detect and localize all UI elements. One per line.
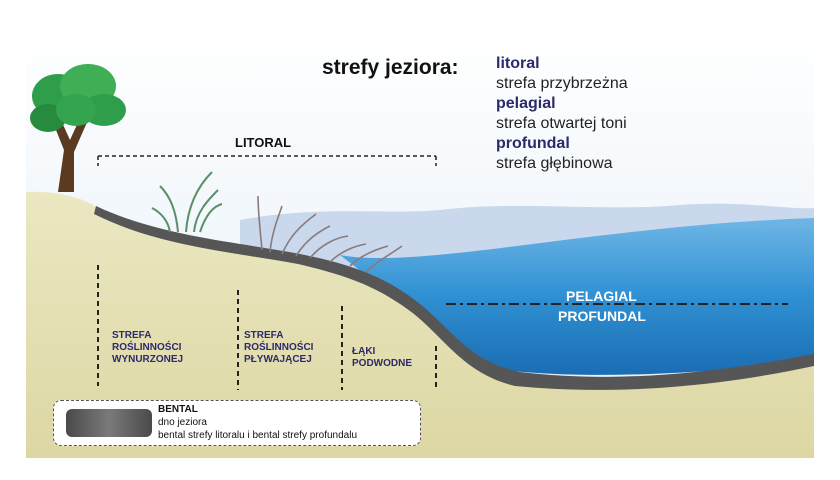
- tree-illustration: [30, 64, 126, 192]
- bental-swatch: [66, 409, 152, 437]
- legend-term-litoral: litoral: [496, 55, 540, 72]
- zone-label-line: WYNURZONEJ: [112, 354, 184, 365]
- zone-label-line: STREFA: [244, 330, 284, 341]
- zone-label-floating: STREFA ROŚLINNOŚCI PŁYWAJĄCEJ: [244, 330, 313, 366]
- bental-legend-box: BENTAL dno jeziora bental strefy litoral…: [53, 400, 421, 446]
- profundal-label: PROFUNDAL: [558, 308, 646, 324]
- bental-desc-line2: bental strefy litoralu i bental strefy p…: [158, 430, 357, 441]
- zone-label-line: ROŚLINNOŚCI: [244, 342, 314, 353]
- floating-plants: [257, 195, 403, 273]
- zone-label-line: PŁYWAJĄCEJ: [244, 354, 312, 365]
- lake-water: [340, 218, 814, 375]
- pelagial-label: PELAGIAL: [566, 288, 637, 304]
- bental-desc-line1: dno jeziora: [158, 417, 207, 428]
- litoral-bracket: [97, 155, 437, 166]
- legend-desc-litoral: strefa przybrzeżna: [496, 75, 628, 92]
- zone-label-line: ŁĄKI: [352, 346, 376, 357]
- legend-desc-pelagial: strefa otwartej toni: [496, 115, 627, 132]
- ground: [26, 191, 814, 458]
- zone-label-line: ROŚLINNOŚCI: [112, 342, 182, 353]
- zone-label-meadows: ŁĄKI PODWODNE: [352, 346, 412, 370]
- legend-term-profundal: profundal: [496, 135, 570, 152]
- legend-term-pelagial: pelagial: [496, 95, 556, 112]
- lake-bottom: [94, 206, 814, 390]
- legend-desc-profundal: strefa głębinowa: [496, 155, 613, 172]
- diagram-title: strefy jeziora:: [322, 56, 459, 79]
- zone-label-emergent: STREFA ROŚLINNOŚCI WYNURZONEJ: [112, 330, 183, 366]
- emergent-plants: [151, 171, 223, 233]
- litoral-label: LITORAL: [235, 135, 292, 150]
- tree-trunk: [52, 118, 88, 192]
- bental-title: BENTAL: [158, 404, 198, 415]
- zone-dividers: [97, 265, 437, 390]
- zone-label-line: STREFA: [112, 330, 152, 341]
- zone-label-line: PODWODNE: [352, 358, 412, 369]
- zone-legend: litoral strefa przybrzeżna pelagial stre…: [496, 54, 628, 174]
